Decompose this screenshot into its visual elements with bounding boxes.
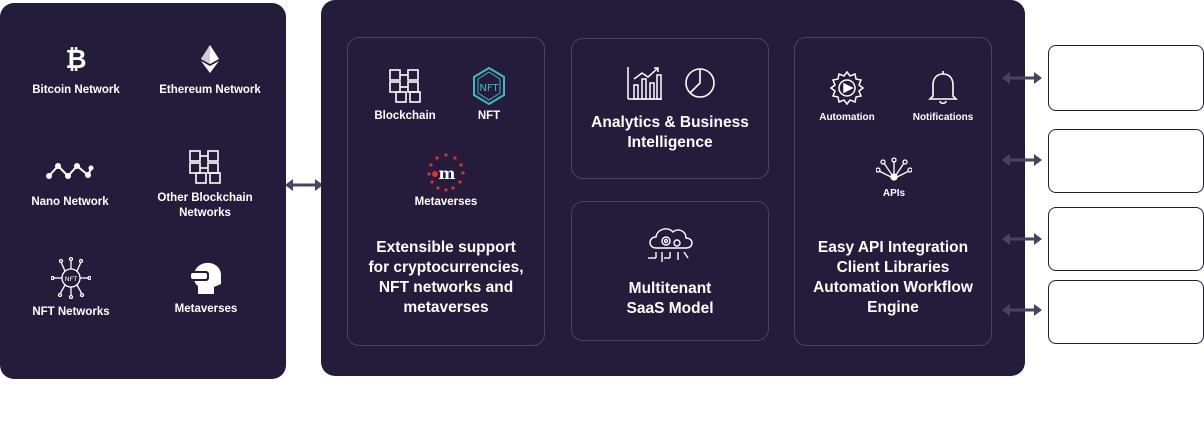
client-box: [1048, 129, 1204, 193]
apis-item: APIs: [854, 156, 934, 199]
svg-text:NFT: NFT: [65, 275, 77, 283]
network-nano: Nano Network: [0, 153, 140, 210]
bidirectional-arrow-icon: [1002, 154, 1042, 166]
blockchain-cubes-icon: [135, 149, 275, 185]
api-integration-title: Easy API Integration Client Libraries Au…: [813, 239, 973, 316]
nft-icon: NFT: [452, 66, 526, 106]
pie-chart-icon: [685, 68, 715, 98]
client-box: [1048, 280, 1204, 344]
analytics-box: Analytics & Business Intelligence: [571, 38, 769, 179]
vr-headset-icon: [136, 260, 276, 296]
client-box: [1048, 207, 1204, 271]
nft-item: NFT NFT: [452, 66, 526, 122]
automation-label: Automation: [819, 112, 875, 123]
svg-text:m: m: [439, 164, 456, 183]
api-integration-box: Automation Notifications AP: [794, 37, 992, 346]
network-label: Metaverses: [174, 303, 238, 315]
ethereum-icon: [140, 41, 280, 77]
crypto-support-title: Extensible support for cryptocurrencies,…: [368, 239, 524, 316]
crypto-support-box: Blockchain NFT NFT: [347, 37, 545, 346]
saas-title: Multitenant SaaS Model: [626, 280, 714, 317]
network-nft: NFT NFT Networks: [1, 257, 141, 320]
notifications-item: Notifications: [903, 68, 983, 123]
network-other-blockchain: Other Blockchain Networks: [135, 149, 275, 221]
apis-label: APIs: [882, 188, 906, 199]
cloud-gear-icon: [644, 224, 698, 269]
analytics-title: Analytics & Business Intelligence: [591, 114, 749, 151]
saas-box: Multitenant SaaS Model: [571, 201, 769, 341]
bitcoin-icon: ₿: [6, 41, 146, 77]
networks-panel: ₿ Bitcoin Network Ethereum Network Nano …: [0, 3, 286, 379]
svg-text:₿: ₿: [65, 45, 86, 74]
platform-panel: Blockchain NFT NFT: [321, 0, 1025, 376]
nano-icon: [0, 153, 140, 189]
metaverses-item: m Metaverses: [398, 152, 494, 208]
blockchain-label: Blockchain: [374, 110, 436, 122]
network-label: Ethereum Network: [159, 84, 261, 96]
gear-play-icon: [807, 68, 887, 108]
api-network-icon: [854, 156, 934, 184]
network-metaverses: Metaverses: [136, 260, 276, 317]
blockchain-icon: [360, 66, 450, 106]
network-label: NFT Networks: [32, 306, 110, 318]
bidirectional-arrow-icon: [285, 179, 323, 191]
network-label: Bitcoin Network: [32, 84, 120, 96]
notifications-label: Notifications: [912, 112, 974, 123]
blockchain-item: Blockchain: [360, 66, 450, 122]
bell-icon: [903, 68, 983, 108]
svg-text:NFT: NFT: [479, 83, 499, 94]
bidirectional-arrow-icon: [1002, 233, 1042, 245]
network-label: Other Blockchain Networks: [157, 192, 253, 219]
client-box: [1048, 45, 1204, 111]
metaverse-logo-icon: m: [398, 152, 494, 192]
network-bitcoin: ₿ Bitcoin Network: [6, 41, 146, 98]
nft-label: NFT: [477, 110, 501, 122]
bar-chart-icon: [627, 67, 662, 100]
bidirectional-arrow-icon: [1002, 72, 1042, 84]
network-label: Nano Network: [31, 196, 109, 208]
network-ethereum: Ethereum Network: [140, 41, 280, 98]
nft-network-icon: NFT: [1, 257, 141, 299]
bidirectional-arrow-icon: [1002, 304, 1042, 316]
automation-item: Automation: [807, 68, 887, 123]
metaverses-label: Metaverses: [414, 196, 478, 208]
